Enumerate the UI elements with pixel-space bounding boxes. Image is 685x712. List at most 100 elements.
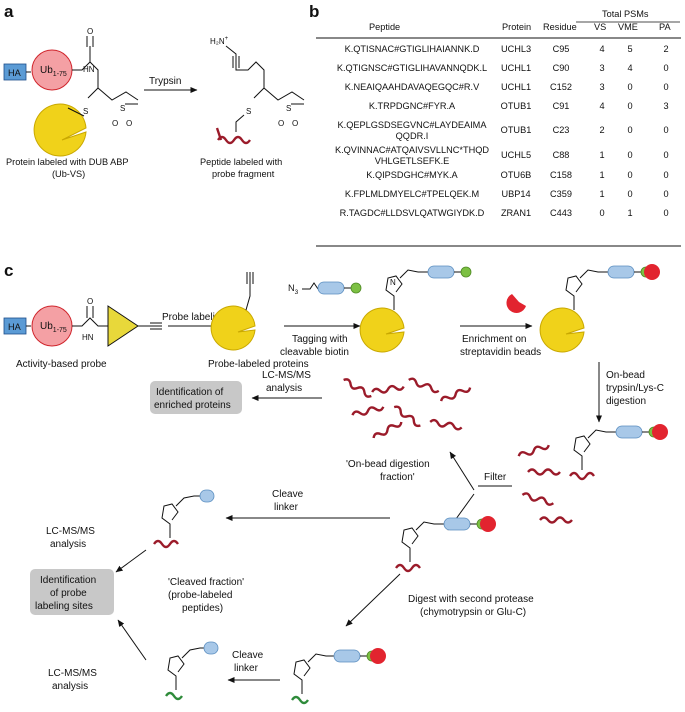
c-amide-nh: HN	[82, 333, 94, 342]
protein-cell: UBP14	[501, 189, 530, 199]
right-caption-1: Peptide labeled with	[200, 157, 282, 167]
peptide-cell: K.NEAIQAAHDAVAQEGQC#R.V	[345, 82, 480, 92]
cleaved-fraction-2: (probe-labeled	[168, 590, 233, 601]
residue-cell: C23	[553, 125, 570, 135]
peptide-cell: K.QEPLGSDSEGVNC#LAYDEAIMA	[338, 120, 488, 130]
sulfone-o1: O	[112, 119, 118, 128]
left-caption-1: Protein labeled with DUB ABP	[6, 157, 129, 167]
psm-pa-cell: 2	[663, 44, 668, 54]
enriched-proteins-box	[150, 381, 242, 414]
peptide-cell: K.QIPSDGHC#MYK.A	[366, 170, 458, 180]
psm-vme-cell: 0	[627, 150, 632, 160]
amide-nh: HN	[83, 65, 95, 74]
product-sulfur: S	[246, 107, 251, 116]
ident-enriched-1: Identification of	[156, 387, 223, 398]
psm-vme-cell: 5	[627, 44, 632, 54]
header-residue: Residue	[543, 22, 577, 32]
residue-cell: C152	[550, 82, 572, 92]
panel-label-a: a	[4, 2, 14, 21]
carbonyl-o: O	[87, 27, 93, 36]
ident-sites-3: labeling sites	[35, 601, 93, 612]
residue-cell: C90	[553, 63, 570, 73]
c-carbonyl-o: O	[87, 297, 93, 306]
product-amine: H₂N+	[210, 36, 229, 46]
cleaved-fraction-3: peptides)	[182, 603, 223, 614]
cleave-1-text-2: linker	[274, 502, 299, 513]
cleaved-fraction-1: 'Cleaved fraction'	[168, 577, 244, 588]
psm-pa-cell: 0	[663, 170, 668, 180]
header-protein: Protein	[502, 22, 531, 32]
enrichment-text-2: streptavidin beads	[460, 347, 541, 358]
on-bead-text-1: On-bead	[606, 370, 645, 381]
protein-cell: ZRAN1	[501, 208, 531, 218]
activity-probe-label: Activity-based probe	[16, 359, 107, 370]
cleaved-peptide-1	[153, 489, 215, 549]
protein-cell: OTU6B	[501, 170, 532, 180]
probe-labeled-proteins-label: Probe-labeled proteins	[208, 359, 309, 370]
panel-b-table: Total PSMs Peptide Protein Residue VS VM…	[316, 9, 681, 247]
on-bead-text-3: digestion	[606, 396, 646, 407]
product-sulfone-o1: O	[278, 119, 284, 128]
probe-labeling-text: Probe labeling	[162, 312, 226, 323]
psm-vs-cell: 1	[599, 170, 604, 180]
dub-protein-shape	[33, 103, 87, 157]
product-sulfone-o2: O	[292, 119, 298, 128]
psm-vme-cell: 1	[627, 208, 632, 218]
total-psms-header: Total PSMs	[602, 9, 649, 19]
protein-cell: OTUB1	[501, 125, 532, 135]
header-peptide: Peptide	[369, 22, 400, 32]
product-sulfone-s: S	[286, 104, 291, 113]
streptavidin-icon	[506, 294, 526, 313]
peptide-cell-cont: VHLGETLSEFK.E	[375, 156, 450, 166]
psm-vme-cell: 0	[627, 189, 632, 199]
on-bead-fraction-2: fraction'	[380, 472, 415, 483]
residue-cell: C95	[553, 44, 570, 54]
sulfone-s: S	[120, 104, 125, 113]
right-caption-2: probe fragment	[212, 169, 275, 179]
probe-chemistry	[72, 61, 99, 99]
cleaved-peptide-2	[165, 641, 219, 701]
digest-text-1: Digest with second protease	[408, 594, 534, 605]
ha-label: HA	[8, 68, 22, 78]
peptide-cell: K.QTIGNSC#GTIGLIHAVANNQDK.L	[337, 63, 487, 73]
protein-cell: UCHL1	[501, 82, 531, 92]
cleavable-linker	[317, 281, 345, 295]
tagging-text-1: Tagging with	[292, 334, 348, 345]
peptide-cell-cont: QQDR.I	[396, 131, 429, 141]
panel-label-b: b	[309, 2, 319, 21]
psm-vs-cell: 4	[599, 44, 604, 54]
triazole-n: N	[390, 278, 396, 287]
residue-cell: C91	[553, 101, 570, 111]
labeling-sites-box	[30, 569, 114, 615]
filter-label: Filter	[484, 472, 507, 483]
ident-sites-2: of probe	[50, 588, 87, 599]
psm-pa-cell: 0	[663, 189, 668, 199]
alkyne	[138, 322, 162, 330]
cleave-2-text-2: linker	[234, 663, 259, 674]
panel-a: HA Ub1-75 HN O S S O O Trypsin H₂N+ S S …	[3, 27, 305, 179]
on-bead-peptides	[341, 376, 473, 442]
residue-cell: C88	[553, 150, 570, 160]
peptide-cell: K.QVINNAC#ATQAIVSVLLNC*THQD	[335, 145, 489, 155]
lcms-1-text-1: LC-MS/MS	[262, 370, 311, 381]
protein-cell: OTUB1	[501, 101, 532, 111]
lcms-3-text-1: LC-MS/MS	[48, 668, 97, 679]
psm-pa-cell: 0	[663, 150, 668, 160]
peptide-cell: K.FPLMLDMYELC#TPELQEK.M	[345, 189, 479, 199]
bead-bound-peptide	[395, 516, 496, 573]
psm-pa-cell: 0	[663, 63, 668, 73]
tagging-text-2: cleavable biotin	[280, 347, 349, 358]
psm-vme-cell: 0	[627, 170, 632, 180]
psm-vs-cell: 2	[599, 125, 604, 135]
psm-vs-cell: 3	[599, 82, 604, 92]
ub-label: Ub1-75	[40, 65, 67, 78]
psm-pa-cell: 3	[663, 101, 668, 111]
digest-text-2: (chymotrypsin or Glu-C)	[420, 607, 526, 618]
cleave-2-text-1: Cleave	[232, 650, 264, 661]
